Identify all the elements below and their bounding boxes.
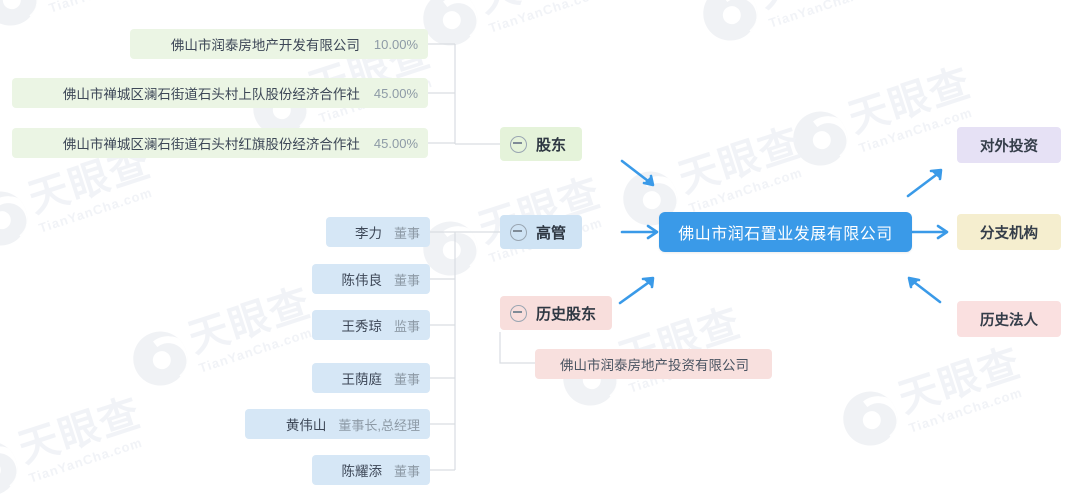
executive-item[interactable]: 李力 董事 xyxy=(326,217,430,247)
executive-name: 李力 xyxy=(354,226,382,241)
shareholder-percent: 45.00% xyxy=(373,135,418,151)
executive-name: 黄伟山 xyxy=(285,418,327,433)
category-shareholders[interactable]: 股东 xyxy=(500,127,583,161)
shareholder-percent: 10.00% xyxy=(373,36,418,52)
node-label: 历史法人 xyxy=(980,312,1038,329)
minus-circle-icon[interactable] xyxy=(510,223,527,241)
node-historical-legal-person[interactable]: 历史法人 xyxy=(957,301,1061,337)
center-company-label: 佛山市润石置业发展有限公司 xyxy=(678,226,893,243)
executive-item[interactable]: 黄伟山 董事长,总经理 xyxy=(245,409,430,439)
executive-name: 王荫庭 xyxy=(341,372,382,387)
executive-item[interactable]: 陈伟良 董事 xyxy=(312,264,430,294)
shareholder-name: 佛山市禅城区澜石街道石头村红旗股份经济合作社 xyxy=(62,137,360,152)
node-label: 对外投资 xyxy=(980,138,1038,155)
category-history-shareholders[interactable]: 历史股东 xyxy=(500,296,613,330)
executive-role: 董事长,总经理 xyxy=(338,417,420,433)
history-shareholder-item[interactable]: 佛山市润泰房地产投资有限公司 xyxy=(535,349,772,379)
executive-role: 监事 xyxy=(393,318,420,334)
node-branch-office[interactable]: 分支机构 xyxy=(957,214,1061,250)
shareholder-item[interactable]: 佛山市禅城区澜石街道石头村红旗股份经济合作社 45.00% xyxy=(12,128,428,158)
category-label: 历史股东 xyxy=(536,305,597,323)
shareholder-percent: 45.00% xyxy=(373,85,418,101)
node-label: 分支机构 xyxy=(980,225,1038,242)
node-outbound-investment[interactable]: 对外投资 xyxy=(957,127,1061,163)
history-shareholder-name: 佛山市润泰房地产投资有限公司 xyxy=(560,358,749,373)
category-label: 高管 xyxy=(536,224,567,242)
minus-circle-icon[interactable] xyxy=(510,135,527,153)
category-executives[interactable]: 高管 xyxy=(500,215,583,249)
executive-item[interactable]: 王秀琼 监事 xyxy=(312,310,430,340)
executive-role: 董事 xyxy=(393,371,420,387)
executive-item[interactable]: 陈耀添 董事 xyxy=(312,455,430,485)
category-label: 股东 xyxy=(536,136,567,154)
executive-item[interactable]: 王荫庭 董事 xyxy=(312,363,430,393)
executive-role: 董事 xyxy=(393,272,420,288)
shareholder-item[interactable]: 佛山市润泰房地产开发有限公司 10.00% xyxy=(130,29,428,59)
minus-circle-icon[interactable] xyxy=(510,304,527,322)
executive-name: 陈耀添 xyxy=(341,464,382,479)
shareholder-name: 佛山市润泰房地产开发有限公司 xyxy=(170,38,360,53)
executive-role: 董事 xyxy=(393,225,420,241)
center-company-node[interactable]: 佛山市润石置业发展有限公司 xyxy=(659,212,912,252)
executive-name: 陈伟良 xyxy=(341,273,382,288)
executive-role: 董事 xyxy=(393,463,420,479)
shareholder-name: 佛山市禅城区澜石街道石头村上队股份经济合作社 xyxy=(62,87,360,102)
executive-name: 王秀琼 xyxy=(341,319,382,334)
shareholder-item[interactable]: 佛山市禅城区澜石街道石头村上队股份经济合作社 45.00% xyxy=(12,78,428,108)
